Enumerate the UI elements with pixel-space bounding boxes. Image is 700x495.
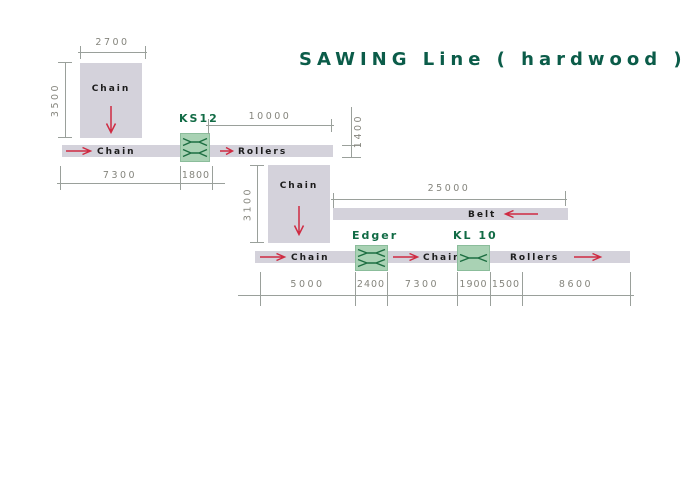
flow-arrow-right-icon (259, 252, 287, 262)
flow-arrow-right-icon (65, 146, 93, 156)
line2-belt-label: Belt (468, 210, 497, 220)
flow-arrow-right-icon (219, 146, 235, 156)
machine-ks12 (180, 133, 210, 162)
dim-belt-length: 25000 (427, 183, 471, 194)
line1-infeed-label: Chain (91, 84, 131, 94)
saw-glyph-icon (357, 248, 386, 268)
dim-conveyor-width: 1400 (353, 113, 364, 149)
dim-tick (490, 272, 491, 306)
line2-rollers-label: Rollers (510, 253, 560, 263)
dim-line (65, 62, 66, 138)
line2-infeed-label: Chain (279, 181, 319, 191)
dim-line (57, 183, 225, 184)
dim-infeed-length: 3500 (50, 82, 61, 118)
flow-arrow-right-icon (573, 252, 603, 262)
flow-arrow-right-icon (392, 252, 420, 262)
dim-tick (565, 191, 566, 206)
line2-chain1-label: Chain (291, 253, 330, 263)
dim-tick (260, 272, 261, 306)
dim-rollers-length: 10000 (248, 111, 292, 122)
dim-tick (250, 165, 264, 166)
dim-line (206, 125, 334, 126)
machine-kl10 (457, 245, 490, 271)
line2-belt-conveyor-bar (333, 208, 568, 220)
dim-ks12-length: 1800 (181, 170, 211, 181)
dim-tick (58, 62, 72, 63)
line1-chain-conveyor-label: Chain (97, 147, 136, 157)
dim-tick (457, 272, 458, 306)
dim-tick (250, 242, 264, 243)
dim-line (257, 165, 258, 243)
dim-tick (342, 157, 361, 158)
dim-tick (522, 272, 523, 306)
dim-tick (58, 137, 72, 138)
dim-chain2-length2: 7300 (404, 279, 440, 290)
dim-edger-length: 2400 (356, 279, 386, 290)
machine-kl10-label: KL 10 (453, 229, 498, 242)
dim-kl10-length: 1900 (459, 279, 488, 290)
machine-ks12-label: KS12 (179, 112, 219, 125)
flow-arrow-down-icon (293, 205, 305, 237)
flow-arrow-left-icon (503, 209, 539, 219)
dim-tick (342, 145, 361, 146)
dim-tick (80, 46, 81, 59)
dim-tick (387, 272, 388, 306)
page-title: SAWING Line ( hardwood ) (299, 49, 687, 70)
dim-tick (331, 119, 332, 132)
dim-infeed-width: 2700 (95, 37, 130, 48)
line1-rollers-conveyor-label: Rollers (238, 147, 288, 157)
flow-arrow-down-icon (105, 105, 117, 135)
saw-glyph-icon (459, 253, 488, 263)
dim-rollers2-length: 8600 (558, 279, 594, 290)
saw-glyph-icon (182, 137, 208, 158)
dim-gap-length: 1500 (491, 279, 521, 290)
dim-line (238, 295, 634, 296)
dim-tick (60, 166, 61, 190)
dim-infeed2-length: 3100 (242, 186, 254, 222)
dim-chain1-length: 7300 (102, 170, 138, 181)
dim-tick (208, 119, 209, 134)
dim-chain1-length2: 5000 (290, 279, 325, 290)
dim-tick (333, 193, 334, 211)
line2-chain2-label: Chain (423, 253, 462, 263)
dim-tick (180, 166, 181, 190)
dim-tick (630, 272, 631, 306)
dim-tick (355, 272, 356, 306)
line2-conveyor-bar (255, 251, 630, 263)
machine-edger-label: Edger (352, 229, 399, 242)
dim-line (351, 107, 352, 158)
dim-line (331, 199, 567, 200)
dim-tick (145, 46, 146, 59)
dim-tick (212, 166, 213, 190)
dim-line (78, 52, 147, 53)
machine-edger (355, 245, 388, 271)
